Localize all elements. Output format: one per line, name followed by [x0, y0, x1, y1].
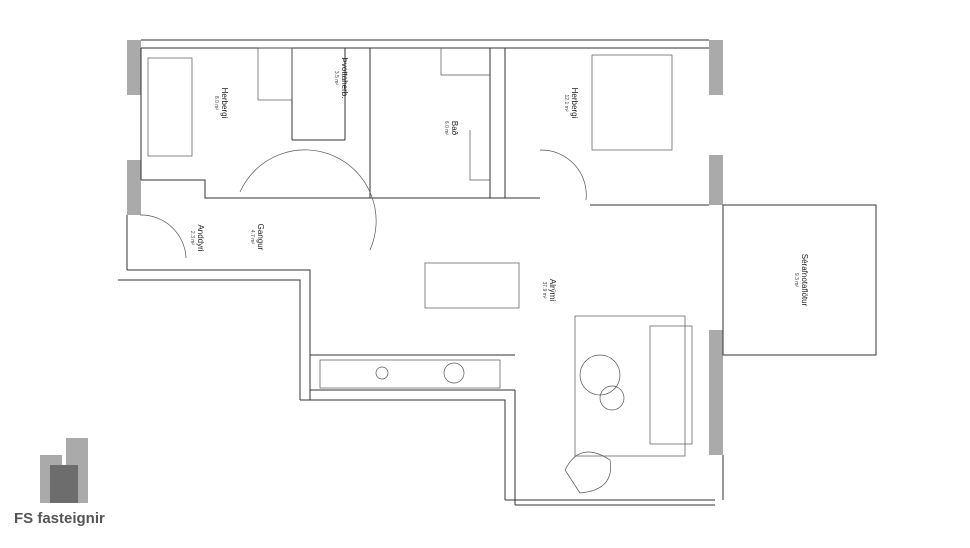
- svg-text:6.0 m²: 6.0 m²: [443, 121, 449, 136]
- svg-text:Herbergi: Herbergi: [570, 88, 579, 119]
- room-label-bad: Bað 6.0 m²: [443, 121, 459, 136]
- logo-text: FS fasteignir: [14, 510, 105, 527]
- svg-text:37.9 m²: 37.9 m²: [541, 282, 547, 299]
- svg-text:9.3 m²: 9.3 m²: [793, 273, 799, 288]
- svg-text:4.7 m²: 4.7 m²: [249, 230, 255, 245]
- svg-text:Herbergi: Herbergi: [220, 88, 229, 119]
- svg-text:Gangur: Gangur: [256, 224, 265, 251]
- svg-text:Bað: Bað: [450, 121, 459, 136]
- svg-text:Sérafnotaflötur: Sérafnotaflötur: [800, 254, 809, 307]
- logo-building-icon: [40, 438, 88, 503]
- walls: [118, 39, 724, 506]
- svg-text:Þvottaherb.: Þvottaherb.: [340, 58, 349, 99]
- furniture: [139, 47, 693, 494]
- room-label-thvottaherb: Þvottaherb. 3.5 m²: [333, 58, 349, 99]
- svg-text:2.3 m²: 2.3 m²: [189, 231, 195, 246]
- svg-text:Anddyri: Anddyri: [196, 224, 205, 251]
- svg-text:12.1 m²: 12.1 m²: [563, 95, 569, 112]
- svg-text:8.0 m²: 8.0 m²: [213, 96, 219, 111]
- room-label-herbergi-2: Herbergi 12.1 m²: [563, 88, 579, 119]
- room-label-herbergi-1: Herbergi 8.0 m²: [213, 88, 229, 119]
- svg-text:Alrými: Alrými: [548, 279, 557, 301]
- svg-text:3.5 m²: 3.5 m²: [333, 71, 339, 86]
- terrace: [722, 204, 877, 356]
- room-label-gangur: Gangur 4.7 m²: [249, 224, 265, 251]
- room-label-serafnotaflotur: Sérafnotaflötur 9.3 m²: [793, 254, 809, 307]
- room-label-alrymi: Alrými 37.9 m²: [541, 279, 557, 301]
- room-label-anddyri: Anddyri 2.3 m²: [189, 224, 205, 251]
